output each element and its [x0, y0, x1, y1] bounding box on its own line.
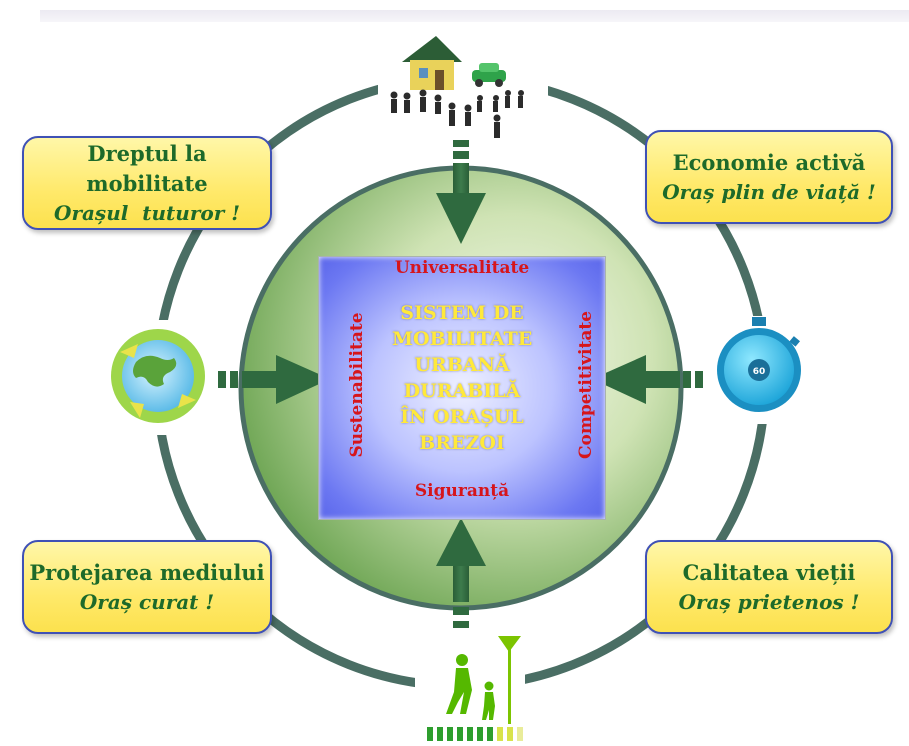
- box-dreptul-la-mobilitate: Dreptul la mobilitate Orașul tuturor !: [22, 136, 272, 230]
- box-title: Dreptul la mobilitate: [86, 141, 208, 196]
- label-universalitate: Universalitate: [394, 258, 530, 278]
- recycling-globe-icon: [111, 329, 205, 423]
- label-siguranta: Siguranță: [414, 481, 510, 501]
- box-title: Calitatea vieții: [682, 560, 856, 585]
- box-subtitle: Orașul tuturor !: [54, 201, 240, 225]
- stopwatch-text: 60: [753, 367, 766, 377]
- pedestrian-crossing-icon: [427, 636, 523, 741]
- house-car-people-icon: [390, 36, 524, 138]
- box-subtitle: Oraș curat !: [79, 590, 215, 614]
- box-title: Economie activă: [672, 150, 866, 175]
- center-panel: [318, 256, 606, 520]
- label-sustenabilitate: Sustenabilitate: [347, 312, 367, 458]
- box-economie-activa: Economie activă Oraș plin de viață !: [645, 130, 893, 224]
- arrow-top: [436, 140, 486, 244]
- label-competitivitate: Competitivitate: [576, 310, 596, 460]
- arrow-left: [218, 355, 330, 404]
- arrow-right: [592, 355, 703, 404]
- box-subtitle: Oraș prietenos !: [678, 590, 860, 614]
- arrow-bottom: [436, 518, 486, 629]
- box-protejarea-mediului: Protejarea mediului Oraș curat !: [22, 540, 272, 634]
- stopwatch-icon: 60: [717, 317, 801, 412]
- center-title: SISTEM DE MOBILITATE URBANĂ DURABILĂ ÎN …: [392, 302, 533, 454]
- box-calitatea-vietii: Calitatea vieții Oraș prietenos !: [645, 540, 893, 634]
- box-subtitle: Oraș plin de viață !: [662, 180, 876, 204]
- box-title: Protejarea mediului: [29, 560, 265, 585]
- top-decorative-bar: [40, 10, 909, 22]
